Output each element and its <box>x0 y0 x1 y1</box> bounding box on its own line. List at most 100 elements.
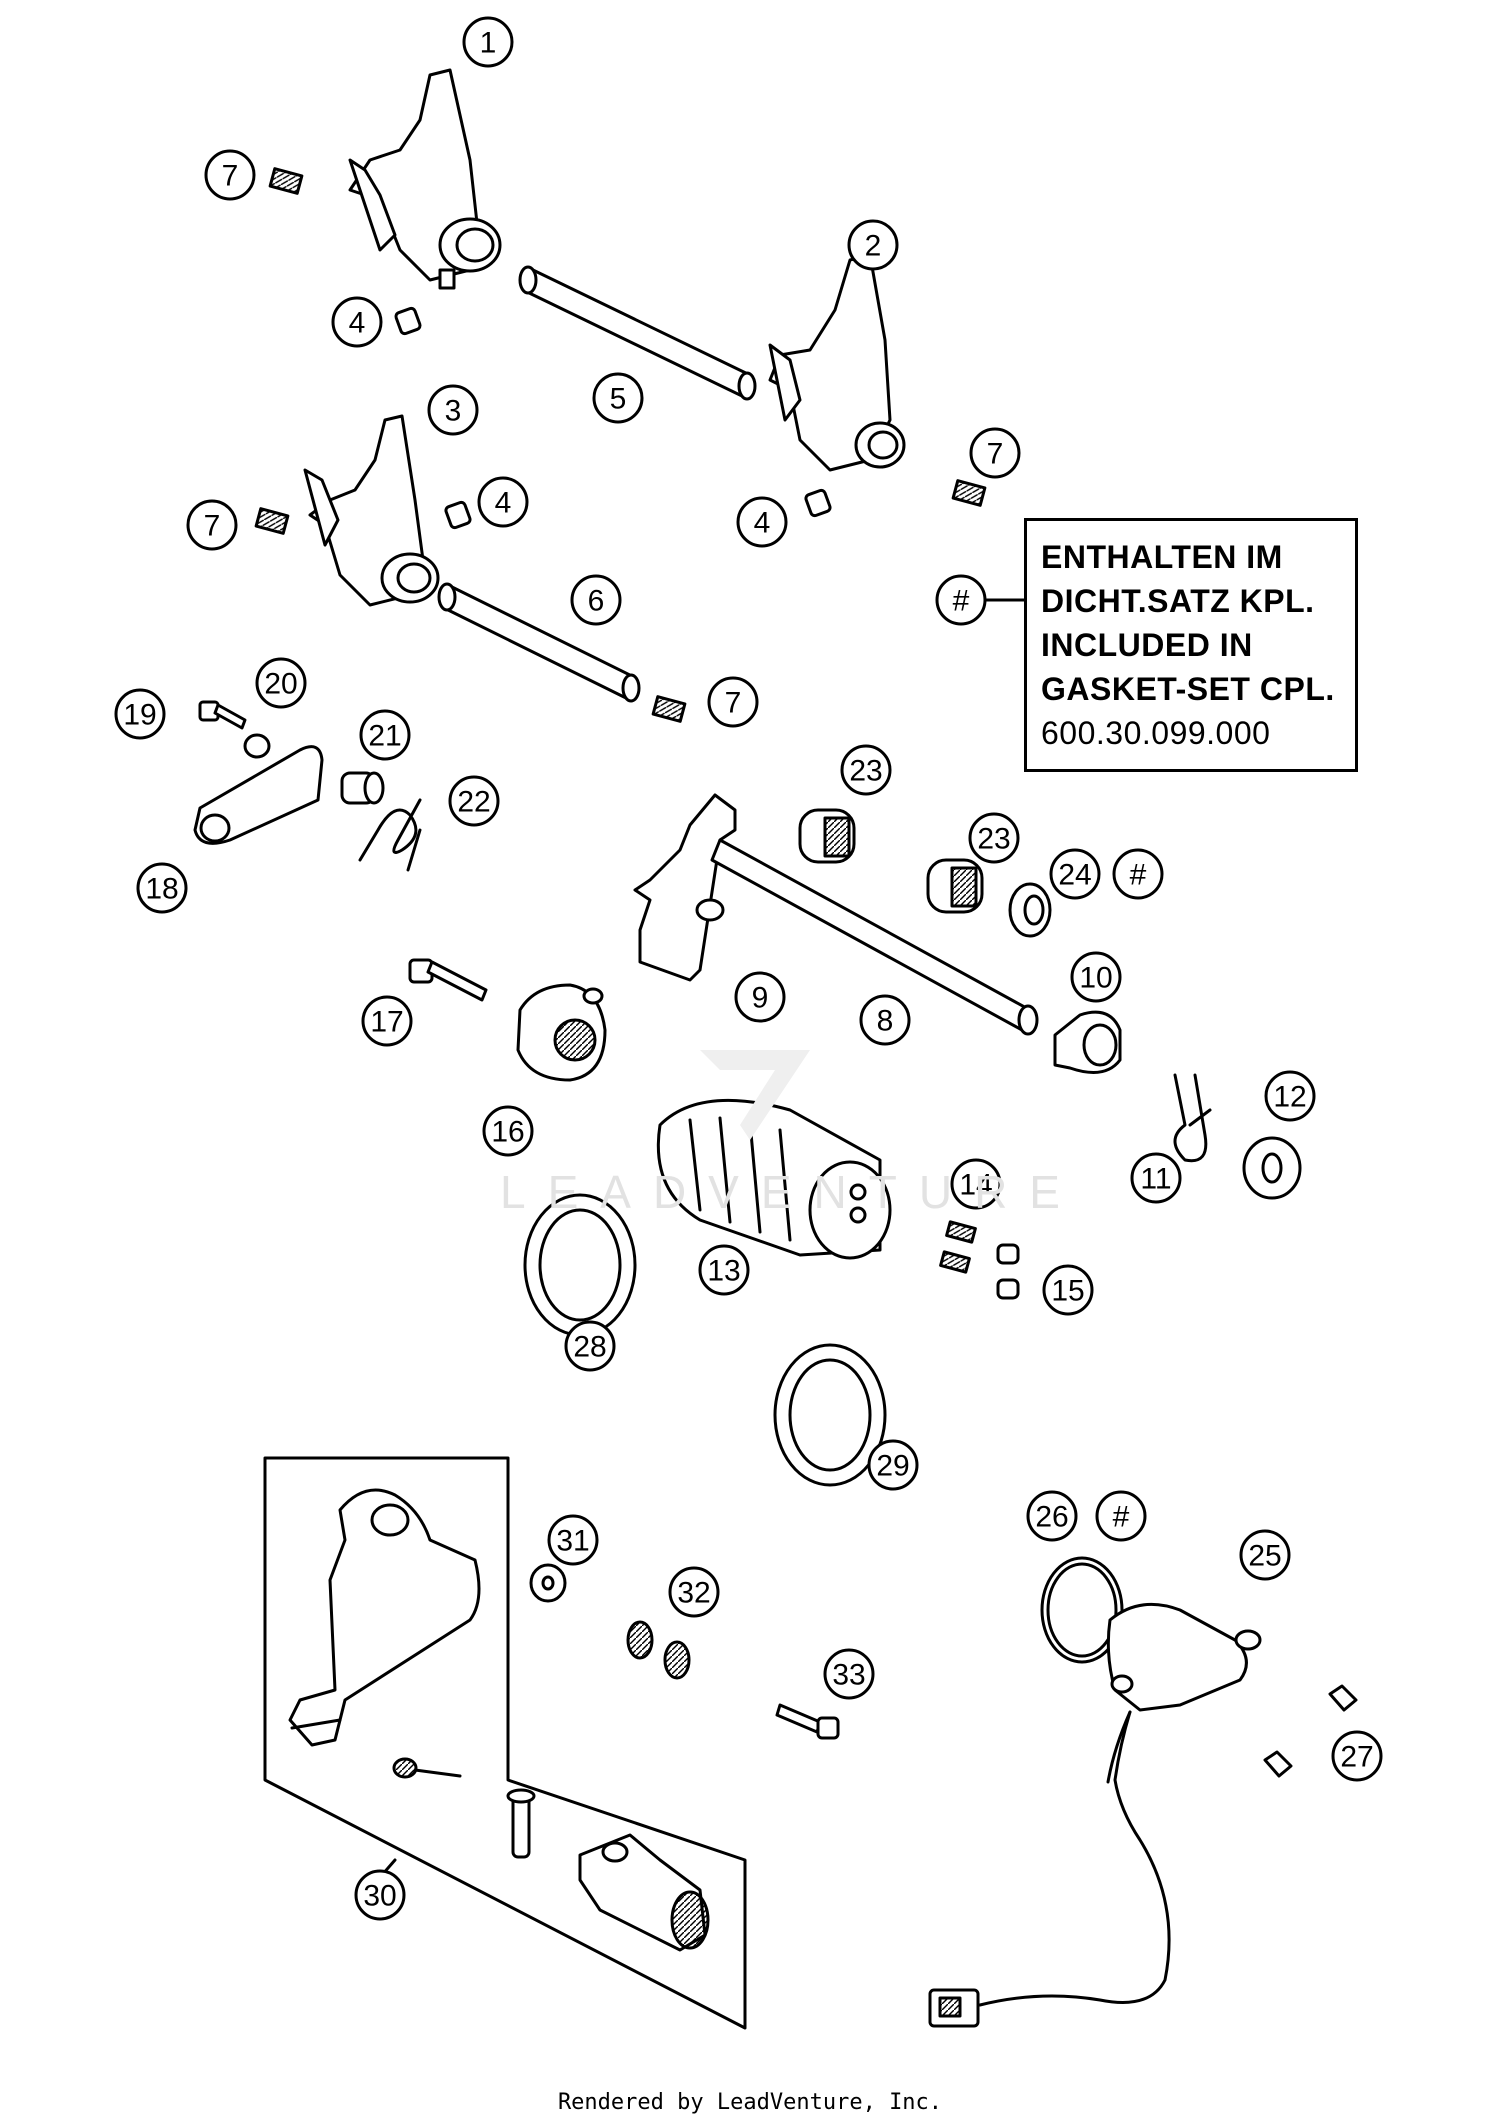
callout-19: 19 <box>114 688 166 740</box>
callout-7: 7 <box>186 499 238 551</box>
bush-21 <box>340 771 385 805</box>
callout-7: 7 <box>707 676 759 728</box>
callout-4: 4 <box>736 496 788 548</box>
callout-label: # <box>1130 859 1147 892</box>
callout-label: 3 <box>445 395 462 428</box>
bolt-17 <box>408 958 488 1002</box>
note-line: ENTHALTEN IM <box>1041 539 1283 575</box>
callout-label: 23 <box>977 823 1010 856</box>
callout-label: 5 <box>610 383 627 416</box>
callout-label: 7 <box>987 438 1004 471</box>
callout-20: 20 <box>255 657 307 709</box>
bolt-33 <box>775 1703 840 1740</box>
bearing-23 <box>798 808 984 914</box>
gasket-set-note: ENTHALTEN IM DICHT.SATZ KPL. INCLUDED IN… <box>1024 518 1358 772</box>
callout-label: 21 <box>368 720 401 753</box>
callout-9: 9 <box>734 971 786 1023</box>
bearing-29 <box>773 1343 887 1487</box>
callout-17: 17 <box>361 995 413 1047</box>
callout-label: 24 <box>1058 859 1091 892</box>
callout-label: 7 <box>725 687 742 720</box>
callout-33: 33 <box>823 1648 875 1700</box>
callout-label: 10 <box>1079 962 1112 995</box>
shift-rail-5 <box>518 265 757 401</box>
callout-4: 4 <box>331 296 383 348</box>
lock-washer-32 <box>626 1620 691 1680</box>
callout-label: 13 <box>707 1255 740 1288</box>
callout-label: 6 <box>588 585 605 618</box>
callout-label: 9 <box>752 982 769 1015</box>
callout-group: 1234445677778910111213141516171819202122… <box>114 16 1383 1921</box>
callout-16: 16 <box>482 1105 534 1157</box>
callout-31: 31 <box>547 1514 599 1566</box>
gasket-set-marker: # <box>1095 1490 1147 1542</box>
callout-label: 18 <box>145 873 178 906</box>
callout-label: 23 <box>849 755 882 788</box>
spring-14 <box>939 1220 977 1274</box>
spring-11 <box>1173 1073 1212 1163</box>
callout-label: 15 <box>1051 1275 1084 1308</box>
footer-credit: Rendered by LeadVenture, Inc. <box>557 2090 943 2115</box>
shift-pedal-tip-30 <box>578 1833 710 1952</box>
note-line: INCLUDED IN <box>1041 627 1253 663</box>
shift-fork-1 <box>348 68 502 290</box>
callout-label: 26 <box>1035 1501 1068 1534</box>
washer-12 <box>1242 1136 1302 1200</box>
callout-label: 29 <box>876 1450 909 1483</box>
callout-label: 4 <box>495 487 512 520</box>
callout-label: 22 <box>457 786 490 819</box>
callout-3: 3 <box>427 384 479 436</box>
callout-11: 11 <box>1130 1152 1182 1204</box>
callout-label: 14 <box>959 1169 992 1202</box>
shift-lever-16 <box>516 983 607 1082</box>
o-ring-26 <box>1040 1556 1124 1664</box>
callout-label: 7 <box>204 510 221 543</box>
gear-sensor-25 <box>928 1602 1262 2028</box>
callout-26: 26 <box>1026 1490 1078 1542</box>
callout-label: 27 <box>1340 1741 1373 1774</box>
callout-15: 15 <box>1042 1264 1094 1316</box>
spring-7 <box>254 167 987 723</box>
callout-label: # <box>953 585 970 618</box>
note-line: 600.30.099.000 <box>1041 715 1271 751</box>
callout-8: 8 <box>859 994 911 1046</box>
callout-29: 29 <box>867 1439 919 1491</box>
lever-18 <box>193 745 324 845</box>
callout-7: 7 <box>969 427 1021 479</box>
callout-1: 1 <box>462 16 514 68</box>
pin-30 <box>506 1788 536 1859</box>
guide-10 <box>1053 1010 1122 1074</box>
callout-12: 12 <box>1264 1070 1316 1122</box>
washer-31 <box>529 1563 567 1603</box>
callout-13: 13 <box>698 1244 750 1296</box>
callout-21: 21 <box>359 709 411 761</box>
callout-30: 30 <box>354 1869 406 1921</box>
callout-label: 19 <box>123 699 156 732</box>
shift-lever-kit-box-30 <box>263 1456 747 2030</box>
callout-10: 10 <box>1070 951 1122 1003</box>
bolt-19 <box>198 700 247 730</box>
callout-label: 4 <box>349 307 366 340</box>
callout-label: 32 <box>677 1577 710 1610</box>
note-line: DICHT.SATZ KPL. <box>1041 583 1315 619</box>
gasket-set-marker: # <box>1112 848 1164 900</box>
shift-fork-3 <box>303 414 440 607</box>
callout-label: 30 <box>363 1880 396 1913</box>
callout-2: 2 <box>847 219 899 271</box>
shift-drum-13 <box>656 1098 892 1260</box>
callout-label: 16 <box>491 1116 524 1149</box>
callout-22: 22 <box>448 775 500 827</box>
callout-label: 33 <box>832 1659 865 1692</box>
callout-label: # <box>1113 1501 1130 1534</box>
shift-rail-6 <box>437 582 641 703</box>
callout-label: 4 <box>754 507 771 540</box>
callout-5: 5 <box>592 372 644 424</box>
screw-27 <box>1263 1684 1358 1778</box>
callout-4: 4 <box>477 476 529 528</box>
watermark-text: LEADVENTURE <box>500 1166 1082 1218</box>
callout-label: 25 <box>1248 1540 1281 1573</box>
callout-27: 27 <box>1331 1730 1383 1782</box>
callout-18: 18 <box>136 862 188 914</box>
shift-lever-30 <box>288 1488 481 1747</box>
